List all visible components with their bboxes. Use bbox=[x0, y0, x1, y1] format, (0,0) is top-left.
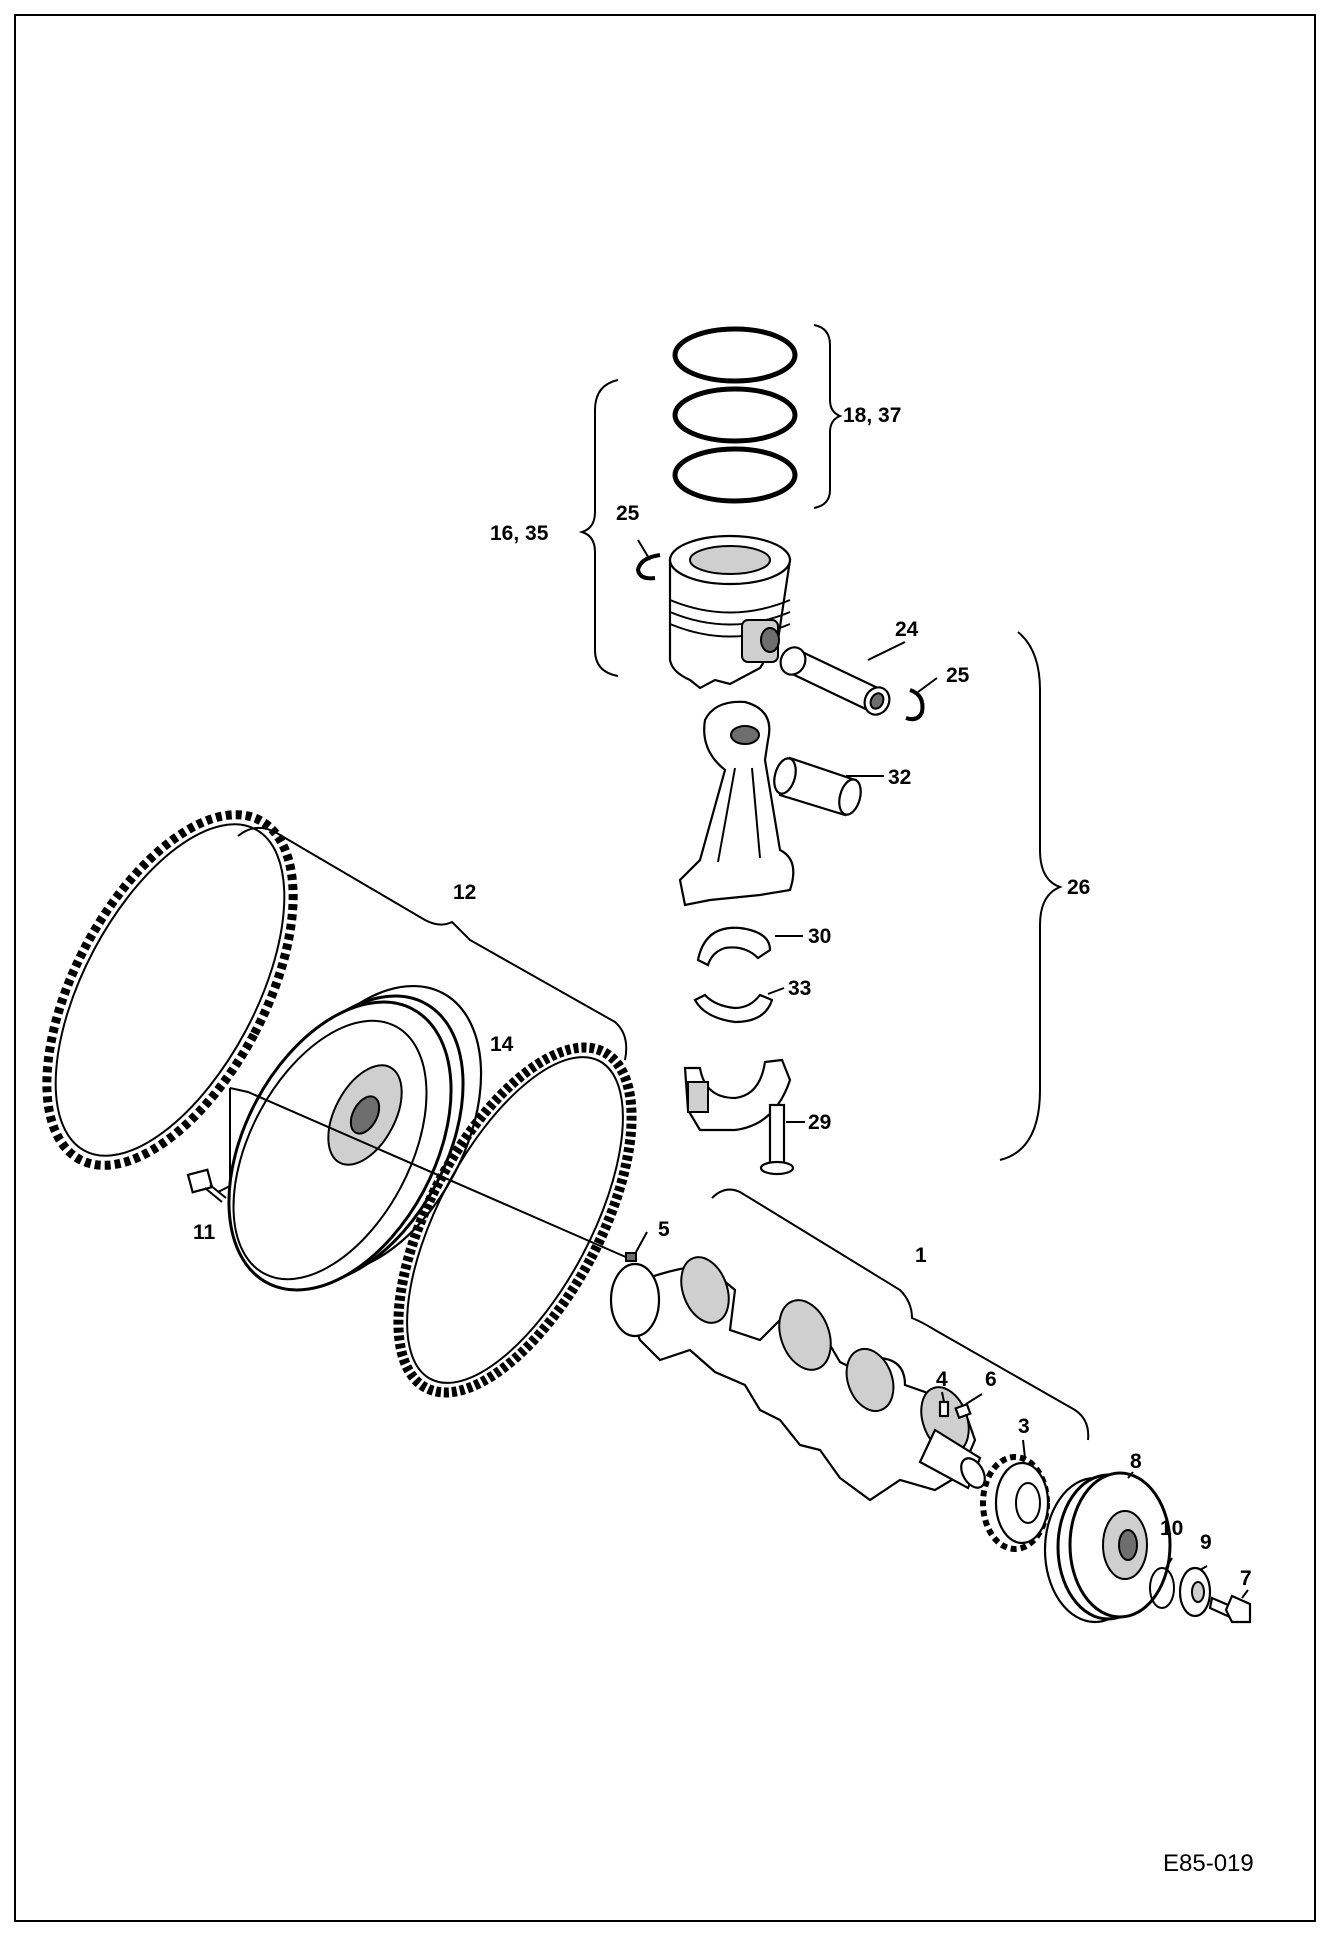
callout-9: 9 bbox=[1200, 1531, 1212, 1554]
callout-7: 7 bbox=[1240, 1567, 1252, 1590]
brace-18-37 bbox=[813, 324, 843, 509]
leader-lines bbox=[635, 539, 1249, 1599]
callout-14: 14 bbox=[490, 1033, 514, 1056]
ring-gear-14 bbox=[393, 1042, 637, 1398]
piston-rings bbox=[672, 326, 798, 504]
callout-33: 33 bbox=[788, 977, 811, 1000]
flywheel bbox=[227, 984, 483, 1292]
crankshaft bbox=[609, 1256, 986, 1502]
callout-10: 10 bbox=[1160, 1517, 1183, 1540]
piston-pin bbox=[779, 646, 891, 716]
bracket-1 bbox=[711, 1188, 1090, 1441]
connecting-rod-bolt bbox=[759, 1103, 795, 1176]
callout-24: 24 bbox=[895, 618, 919, 641]
o-ring-10 bbox=[1149, 1567, 1175, 1609]
callout-12: 12 bbox=[453, 881, 476, 904]
callout-25-left: 25 bbox=[616, 502, 640, 525]
flywheel-bolt-11 bbox=[186, 1168, 227, 1203]
callout-6: 6 bbox=[985, 1368, 997, 1391]
callout-26: 26 bbox=[1067, 876, 1090, 899]
brace-16-35 bbox=[578, 379, 619, 677]
callout-29: 29 bbox=[808, 1111, 831, 1134]
callout-4: 4 bbox=[936, 1368, 948, 1391]
piston bbox=[668, 534, 792, 690]
callout-30: 30 bbox=[808, 925, 831, 948]
callout-5: 5 bbox=[658, 1218, 670, 1241]
callout-8: 8 bbox=[1130, 1450, 1142, 1473]
snap-ring-25-left bbox=[635, 553, 661, 581]
crank-pulley-8 bbox=[1043, 1471, 1172, 1624]
callout-18-37: 18, 37 bbox=[843, 404, 901, 427]
callout-3: 3 bbox=[1018, 1415, 1030, 1438]
connecting-rod bbox=[678, 700, 795, 907]
bearing-shell-30 bbox=[696, 926, 772, 967]
callout-1: 1 bbox=[915, 1244, 927, 1267]
callout-25-right: 25 bbox=[946, 664, 970, 687]
ring-gear-left bbox=[42, 810, 298, 1170]
callout-11: 11 bbox=[193, 1221, 216, 1244]
pulley-bolt-7 bbox=[1208, 1594, 1252, 1624]
brace-26 bbox=[999, 631, 1063, 1161]
snap-ring-25-right bbox=[905, 688, 925, 722]
drawing-reference: E85-019 bbox=[1163, 1850, 1254, 1877]
crank-gear-3 bbox=[980, 1454, 1050, 1552]
dowel-pin-5 bbox=[625, 1252, 637, 1262]
bracket-12 bbox=[237, 826, 628, 1061]
callout-16-35: 16, 35 bbox=[490, 522, 549, 545]
callout-32: 32 bbox=[888, 766, 911, 789]
washer-9 bbox=[1178, 1566, 1212, 1618]
key-6 bbox=[954, 1402, 972, 1420]
flywheel-bolt-line bbox=[217, 1087, 629, 1259]
bearing-shell-33 bbox=[693, 993, 774, 1024]
connecting-rod-cap bbox=[683, 1058, 792, 1132]
small-end-bushing bbox=[773, 756, 862, 817]
key-4 bbox=[938, 1400, 950, 1418]
